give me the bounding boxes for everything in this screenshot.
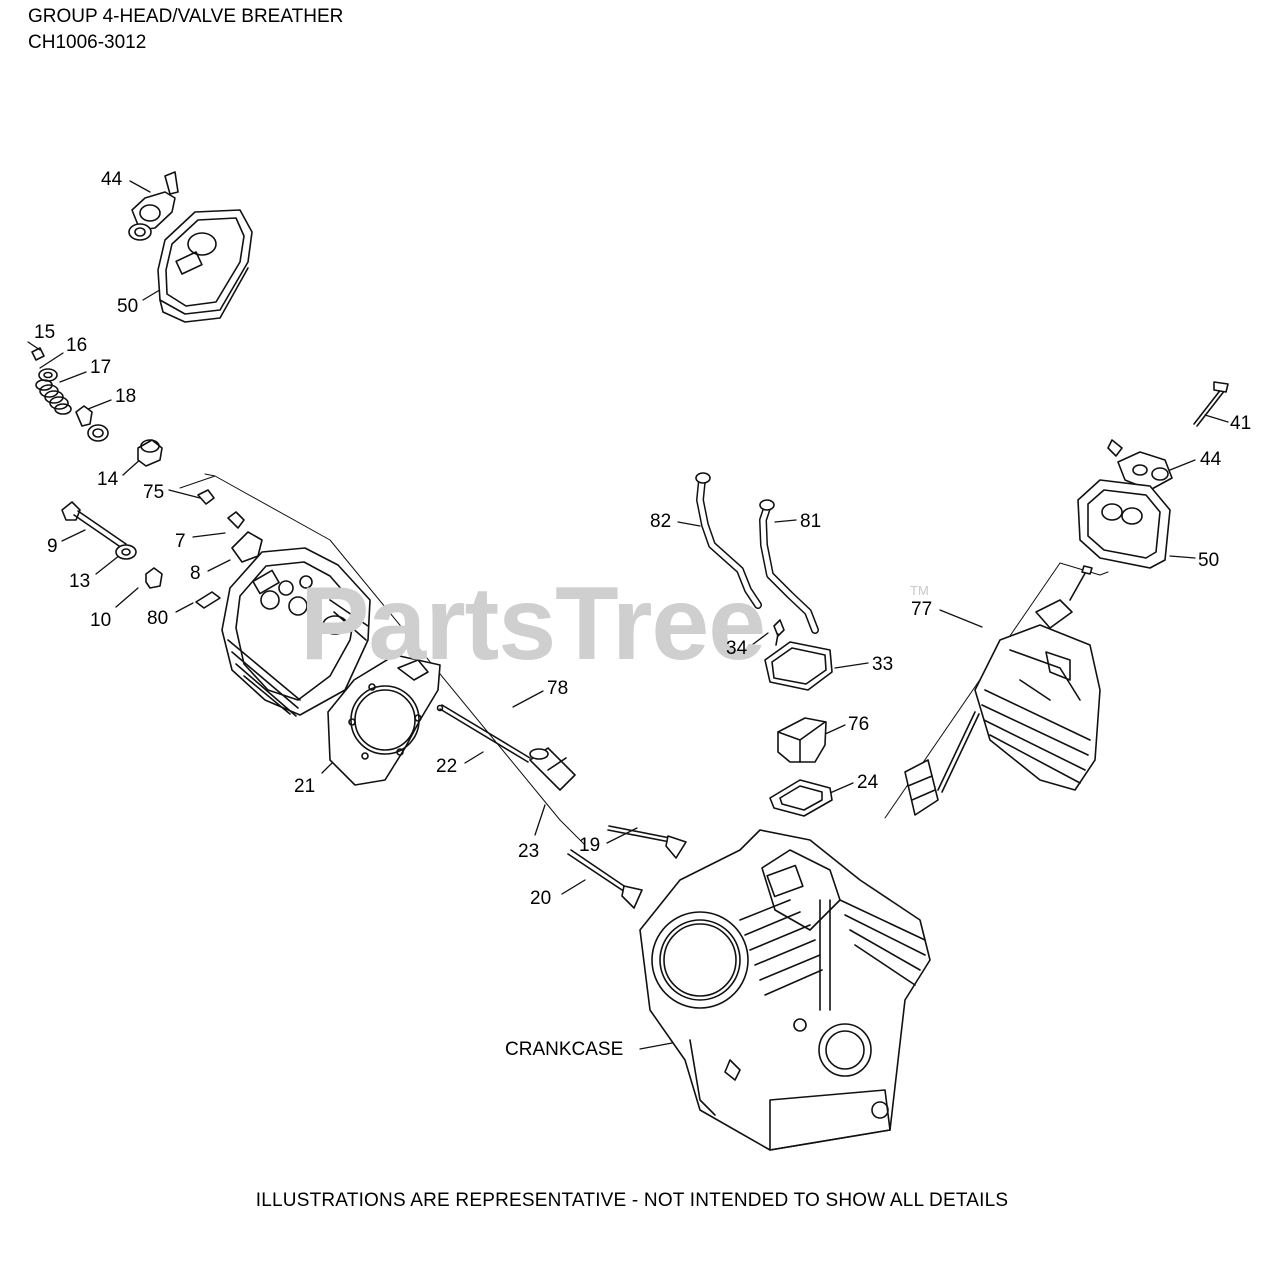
part-label-81: 81 (800, 511, 822, 532)
rocker-bolt-parts (61, 489, 263, 609)
part-label-34: 34 (726, 638, 748, 659)
pushrod-and-tappet (436, 704, 576, 791)
part-label-41: 41 (1230, 413, 1252, 434)
breather-cover-assembly (764, 619, 833, 817)
retainer-parts-left (31, 347, 163, 467)
rocker-cover-left (157, 209, 253, 323)
part-label-20: 20 (530, 888, 552, 909)
breather-valve-left (128, 171, 179, 241)
cylinder-head-right (904, 565, 1101, 816)
part-label-14: 14 (97, 469, 119, 490)
part-label-7: 7 (175, 531, 186, 552)
watermark: PartsTree (300, 566, 766, 682)
part-label-13: 13 (69, 571, 91, 592)
part-label-8: 8 (190, 563, 201, 584)
part-label-19: 19 (579, 835, 601, 856)
crankcase (639, 829, 931, 1151)
breather-hoses (695, 472, 819, 634)
crankcase-label: CRANKCASE (505, 1039, 624, 1060)
head-gasket (327, 654, 441, 786)
cylinder-head-left (221, 547, 371, 717)
model-number: CH1006-3012 (28, 32, 147, 53)
part-label-80: 80 (147, 608, 169, 629)
part-label-16: 16 (66, 335, 88, 356)
part-label-9: 9 (47, 536, 58, 557)
valve-spring (35, 379, 72, 415)
part-label-15: 15 (34, 322, 56, 343)
part-label-24: 24 (857, 772, 879, 793)
part-label-44: 44 (101, 169, 123, 190)
part-label-33: 33 (872, 654, 894, 675)
part-label-76: 76 (848, 714, 870, 735)
diagram-title: GROUP 4-HEAD/VALVE BREATHER (28, 6, 344, 27)
part-label-18: 18 (115, 386, 137, 407)
part-label-22: 22 (436, 756, 458, 777)
part-label-21: 21 (294, 776, 316, 797)
disclaimer-footer: ILLUSTRATIONS ARE REPRESENTATIVE - NOT I… (255, 1190, 1009, 1211)
rocker-cover-right (1077, 381, 1229, 569)
part-label-82: 82 (650, 511, 672, 532)
part-label-23: 23 (518, 841, 540, 862)
part-label-50: 50 (117, 296, 139, 317)
leader-lines (27, 180, 1229, 1050)
part-label-78: 78 (547, 678, 569, 699)
part-label-10: 10 (90, 610, 112, 631)
part-label-77: 77 (911, 599, 933, 620)
watermark-trademark: TM (910, 583, 929, 598)
valves (567, 825, 687, 909)
part-label-50-right: 50 (1198, 550, 1220, 571)
part-label-75: 75 (143, 482, 165, 503)
part-label-17: 17 (90, 357, 112, 378)
part-label-44-right: 44 (1200, 449, 1222, 470)
